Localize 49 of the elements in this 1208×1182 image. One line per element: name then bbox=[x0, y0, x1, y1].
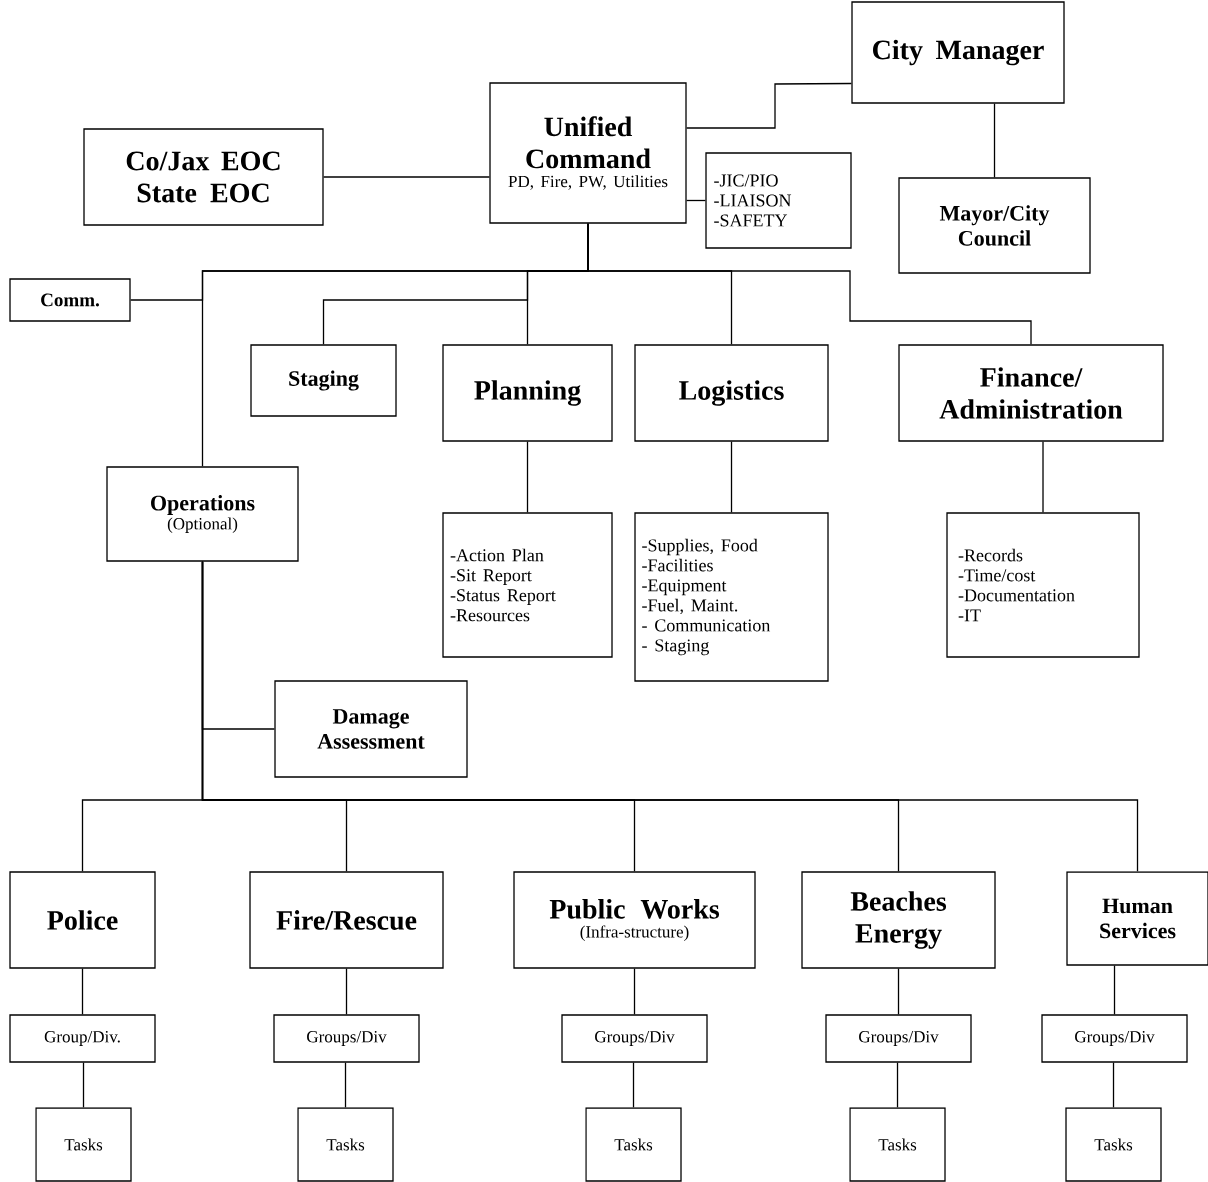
org-box: Co/Jax EOC State EOC bbox=[83, 128, 324, 226]
org-box: Groups/Div bbox=[1041, 1014, 1188, 1063]
connector-line bbox=[81, 968, 84, 1015]
org-box: Tasks bbox=[585, 1107, 682, 1182]
org-box: Operations (Optional) bbox=[106, 466, 299, 562]
connector-line bbox=[82, 1062, 85, 1108]
org-box: Damage Assessment bbox=[274, 680, 468, 778]
connector-line bbox=[1112, 1062, 1115, 1108]
connector-line bbox=[730, 441, 733, 513]
org-box: Comm. bbox=[9, 278, 131, 322]
org-box: Beaches Energy bbox=[801, 871, 996, 969]
connector-line bbox=[897, 968, 900, 1015]
org-box: Logistics bbox=[634, 344, 829, 442]
org-box: Tasks bbox=[849, 1107, 946, 1182]
connector-line bbox=[345, 968, 348, 1015]
org-box: Human Services bbox=[1066, 871, 1208, 966]
connector-line bbox=[633, 968, 636, 1015]
org-box: Groups/Div bbox=[561, 1014, 708, 1063]
org-box: Fire/Rescue bbox=[249, 871, 444, 969]
org-box: Public Works (Infra-structure) bbox=[513, 871, 756, 969]
org-box: Mayor/City Council bbox=[898, 177, 1091, 274]
connector-line bbox=[632, 1062, 635, 1108]
org-box: Groups/Div bbox=[273, 1014, 420, 1063]
org-box: Staging bbox=[250, 344, 397, 417]
connector-line bbox=[1113, 965, 1116, 1015]
org-box: Groups/Div bbox=[825, 1014, 972, 1063]
connector-line bbox=[344, 1062, 347, 1108]
org-box: Finance/ Administration bbox=[898, 344, 1164, 442]
org-box: Tasks bbox=[1065, 1107, 1162, 1182]
connector-line bbox=[201, 223, 589, 467]
list-box: -JIC/PIO -LIAISON -SAFETY bbox=[705, 152, 852, 249]
connector-line bbox=[1042, 441, 1044, 513]
org-box: Group/Div. bbox=[9, 1014, 156, 1063]
org-box: City Manager bbox=[851, 1, 1065, 104]
org-box: Unified Command PD, Fire, PW, Utilities bbox=[489, 82, 687, 224]
org-box: Planning bbox=[442, 344, 613, 442]
list-box: -Supplies, Food -Facilities -Equipment -Fuel, Maint. - Communication - Staging bbox=[634, 512, 829, 682]
list-box: -Action Plan -Sit Report -Status Report -Resources bbox=[442, 512, 613, 658]
connector-line bbox=[993, 103, 996, 178]
connector-line bbox=[201, 561, 1139, 872]
org-box: Police bbox=[9, 871, 156, 969]
connector-line bbox=[686, 199, 706, 202]
org-box: Tasks bbox=[297, 1107, 394, 1182]
list-box: -Records -Time/cost -Documentation -IT bbox=[946, 512, 1140, 658]
connector-line bbox=[526, 441, 529, 513]
connector-line bbox=[323, 176, 490, 178]
connector-line bbox=[896, 1062, 899, 1108]
connector-line bbox=[686, 82, 852, 129]
org-box: Tasks bbox=[35, 1107, 132, 1182]
